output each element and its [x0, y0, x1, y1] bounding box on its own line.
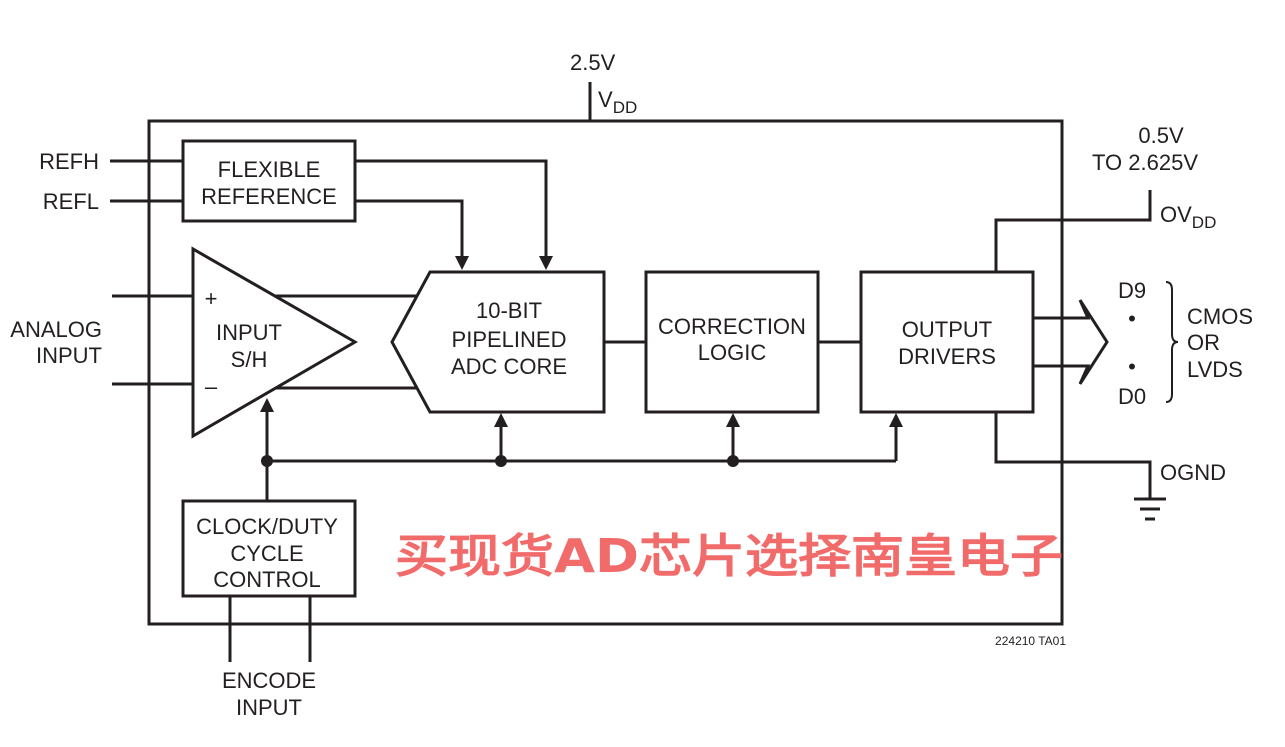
- refh-label: REFH: [39, 149, 99, 174]
- output-drivers-block: [859, 270, 1035, 414]
- clock-control-line2: CYCLE: [230, 541, 303, 566]
- figure-id: 224210 TA01: [995, 634, 1066, 648]
- refh-to-adc-wire: [355, 159, 548, 258]
- adc-core-line1: 10-BIT: [476, 298, 542, 323]
- output-type-line1: CMOS: [1187, 304, 1253, 329]
- input-sh-line2: S/H: [231, 347, 268, 372]
- ovdd-range-line1: 0.5V: [1138, 123, 1184, 148]
- output-bus-arrow: [1033, 299, 1109, 385]
- clock-control-line1: CLOCK/DUTY: [196, 514, 338, 539]
- output-drivers-line1: OUTPUT: [902, 317, 992, 342]
- output-d9-label: D9: [1118, 278, 1146, 303]
- analog-input-line1: ANALOG: [10, 317, 102, 342]
- correction-logic-line1: CORRECTION: [658, 314, 806, 339]
- flexible-reference-line2: REFERENCE: [201, 184, 337, 209]
- ognd-label: OGND: [1160, 460, 1226, 485]
- output-type-line3: LVDS: [1187, 357, 1243, 382]
- ovdd-label: OVDD: [1160, 202, 1216, 232]
- output-drivers-line2: DRIVERS: [898, 344, 996, 369]
- flexible-reference-block: [181, 139, 357, 223]
- output-dot-1: •: [1128, 306, 1136, 331]
- junction-dot-adc: [495, 455, 507, 467]
- adc-core-line2: PIPELINED: [452, 327, 567, 352]
- clock-control-line3: CONTROL: [213, 567, 321, 592]
- ovdd-range-line2: TO 2.625V: [1092, 150, 1198, 175]
- junction-dot-sh: [261, 455, 273, 467]
- output-brace: [1165, 281, 1179, 403]
- sh-minus-sign: –: [205, 374, 218, 399]
- correction-logic-line2: LOGIC: [698, 340, 767, 365]
- clock-sh-arrow: [260, 398, 274, 412]
- watermark-text: 买现货AD芯片选择南皇电子: [395, 529, 1063, 583]
- input-sh-amplifier: [191, 246, 359, 439]
- refl-to-adc-wire: [355, 199, 464, 258]
- ognd-wire: [994, 412, 1152, 498]
- junction-dot-correction: [727, 455, 739, 467]
- refl-label: REFL: [43, 189, 99, 214]
- output-d0-label: D0: [1118, 384, 1146, 409]
- refh-arrow: [539, 256, 553, 270]
- encode-input-line1: ENCODE: [222, 668, 316, 693]
- clock-correction-arrow: [726, 413, 740, 427]
- clock-control-block: [181, 499, 357, 598]
- adc-core-line3: ADC CORE: [451, 354, 567, 379]
- output-type-line2: OR: [1187, 330, 1220, 355]
- encode-input-line2: INPUT: [236, 695, 302, 720]
- input-sh-line1: INPUT: [216, 320, 282, 345]
- refl-arrow: [455, 256, 469, 270]
- output-dot-2: •: [1128, 354, 1136, 379]
- clock-output-arrow: [889, 413, 903, 427]
- ovdd-wire: [994, 190, 1152, 272]
- vdd-voltage: 2.5V: [570, 50, 616, 75]
- chip-boundary: [147, 119, 1064, 626]
- flexible-reference-line1: FLEXIBLE: [218, 157, 321, 182]
- adc-core-block: [390, 270, 606, 414]
- analog-input-line2: INPUT: [36, 343, 102, 368]
- sh-plus-sign: +: [205, 286, 218, 311]
- vdd-label: VDD: [598, 87, 637, 117]
- clock-adc-arrow: [494, 413, 508, 427]
